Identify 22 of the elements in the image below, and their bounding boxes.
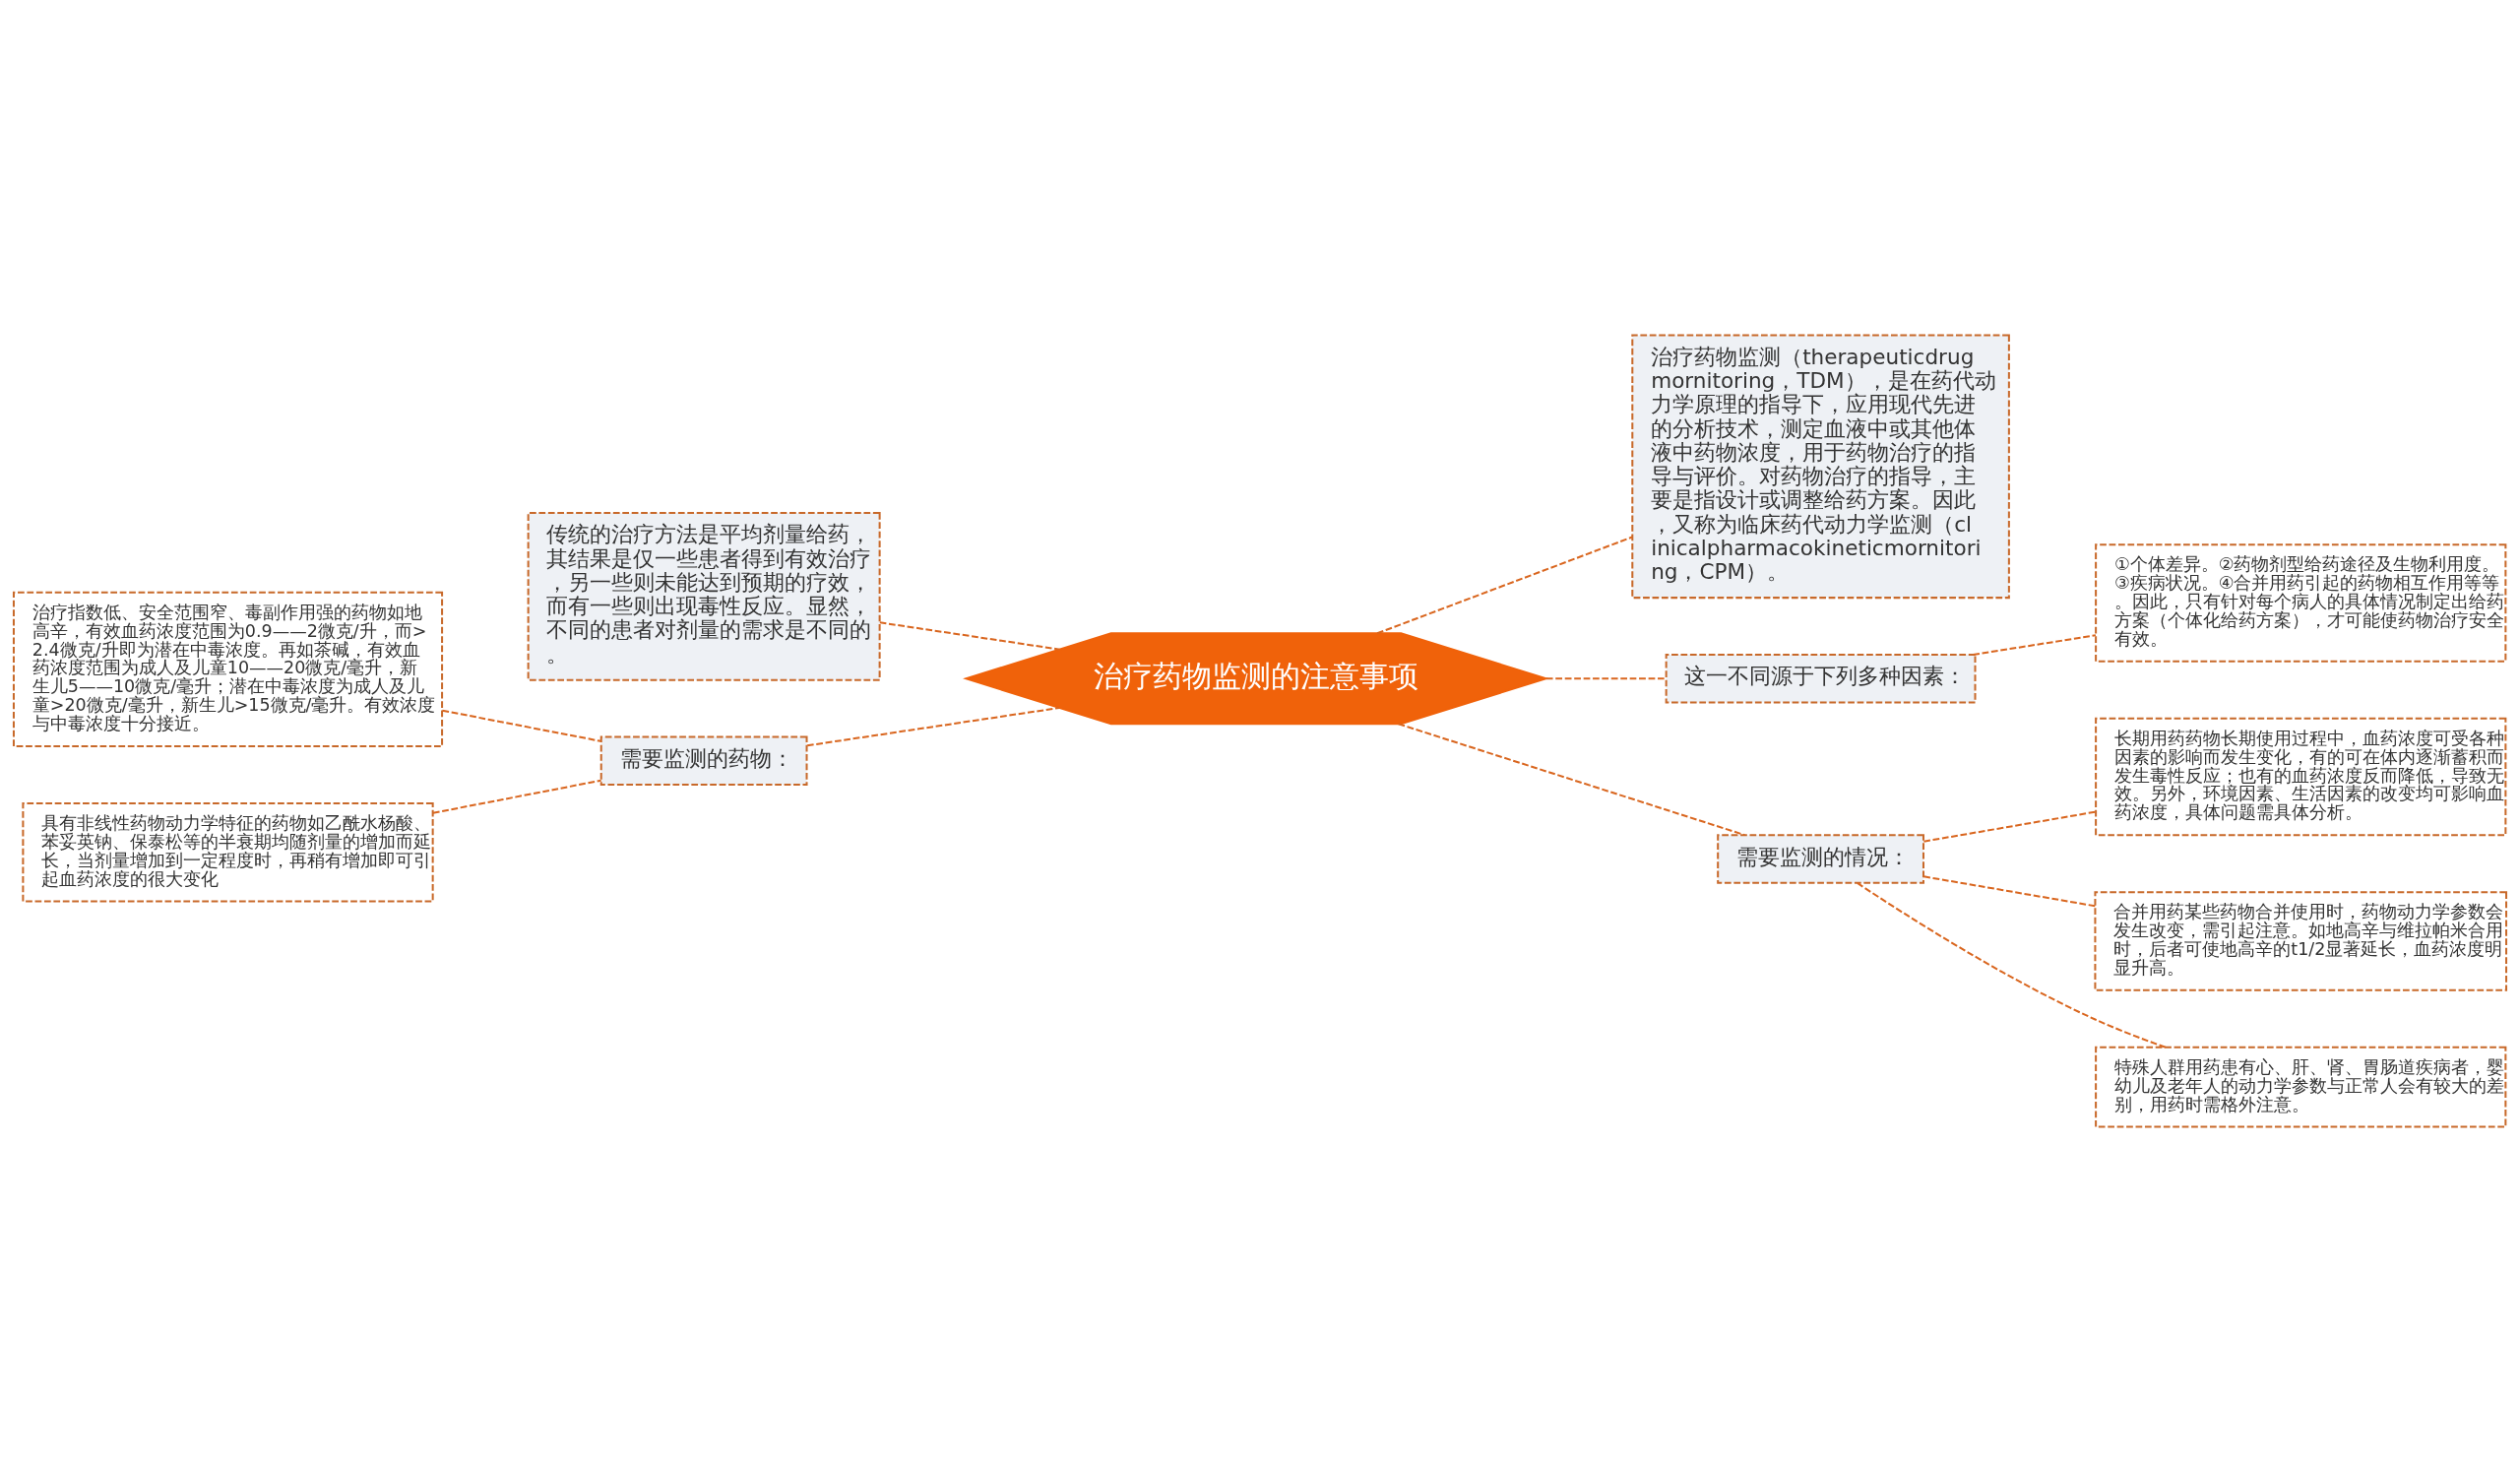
node-box: 长期用药药物长期使用过程中，血药浓度可受各种因素的影响而发生变化，有的可在体内逐渐蓄积而发生毒性反应；也有的血药浓度反而降低，导致无效。另外，环境因素、生活因素的改变均可影响血药浓度，具体问题需具体分析。 (2095, 717, 2507, 837)
node-box: 合并用药某些药物合并使用时，药物动力学参数会发生改变，需引起注意。如地高辛与维拉帕米合用时，后者可使地高辛的t1/2显著延长，血药浓度明显升高。 (2094, 891, 2508, 991)
node-box: 治疗药物监测（therapeuticdrug mornitoring，TDM），是在药代动力学原理的指导下，应用现代先进的分析技术，测定血液中或其他体液中药物浓度，用于药物治疗的指导与评价。对药物治疗的指导，主要是指设计或调整给药方案。因此，又称为临床药代动力学监测（clinicalpharmacokineticmornitoring，CPM）。 (1631, 334, 2010, 600)
connector (1923, 875, 2096, 908)
connector (1376, 536, 1633, 635)
connector (1857, 882, 2167, 1049)
connector (1398, 723, 1745, 837)
node-box: ①个体差异。②药物剂型给药途径及生物利用度。③疾病状况。④合并用药引起的药物相互作用等等。因此，只有针对每个病人的具体情况制定出给药方案（个体化给药方案），才可能使药物治疗安全有效。 (2095, 543, 2507, 663)
connector (442, 709, 601, 742)
connector (1973, 634, 2097, 656)
node-box: 特殊人群用药患有心、肝、肾、胃肠道疾病者，婴幼儿及老年人的动力学参数与正常人会有较大的差别，用药时需格外注意。 (2095, 1046, 2507, 1128)
connector (807, 707, 1060, 747)
node-box: 这一不同源于下列多种因素： (1665, 654, 1977, 704)
node-box: 传统的治疗方法是平均剂量给药，其结果是仅一些患者得到有效治疗，另一些则未能达到预期的疗效，而有一些则出现毒性反应。显然，不同的患者对剂量的需求是不同的。 (527, 511, 881, 681)
connector (1545, 677, 1667, 680)
connector (879, 621, 1060, 651)
connector (1923, 810, 2096, 843)
node-box: 具有非线性药物动力学特征的药物如乙酰水杨酸、苯妥英钠、保泰松等的半衰期均随剂量的增加而延长，当剂量增加到一定程度时，再稍有增加即可引起血药浓度的很大变化 (22, 801, 434, 903)
node-box: 治疗指数低、安全范围窄、毒副作用强的药物如地高辛，有效血药浓度范围为0.9——2微克/升，而>2.4微克/升即为潜在中毒浓度。再如茶碱，有效血药浓度范围为成人及儿童10——20微克/毫升，新生儿5——10微克/毫升；潜在中毒浓度为成人及儿童>20微克/毫升，新生儿>15微克/毫升。有效浓度与中毒浓度十分接近。 (12, 591, 444, 747)
node-box: 需要监测的药物： (599, 735, 808, 787)
connector (432, 779, 601, 814)
node-box: 需要监测的情况： (1717, 834, 1924, 884)
